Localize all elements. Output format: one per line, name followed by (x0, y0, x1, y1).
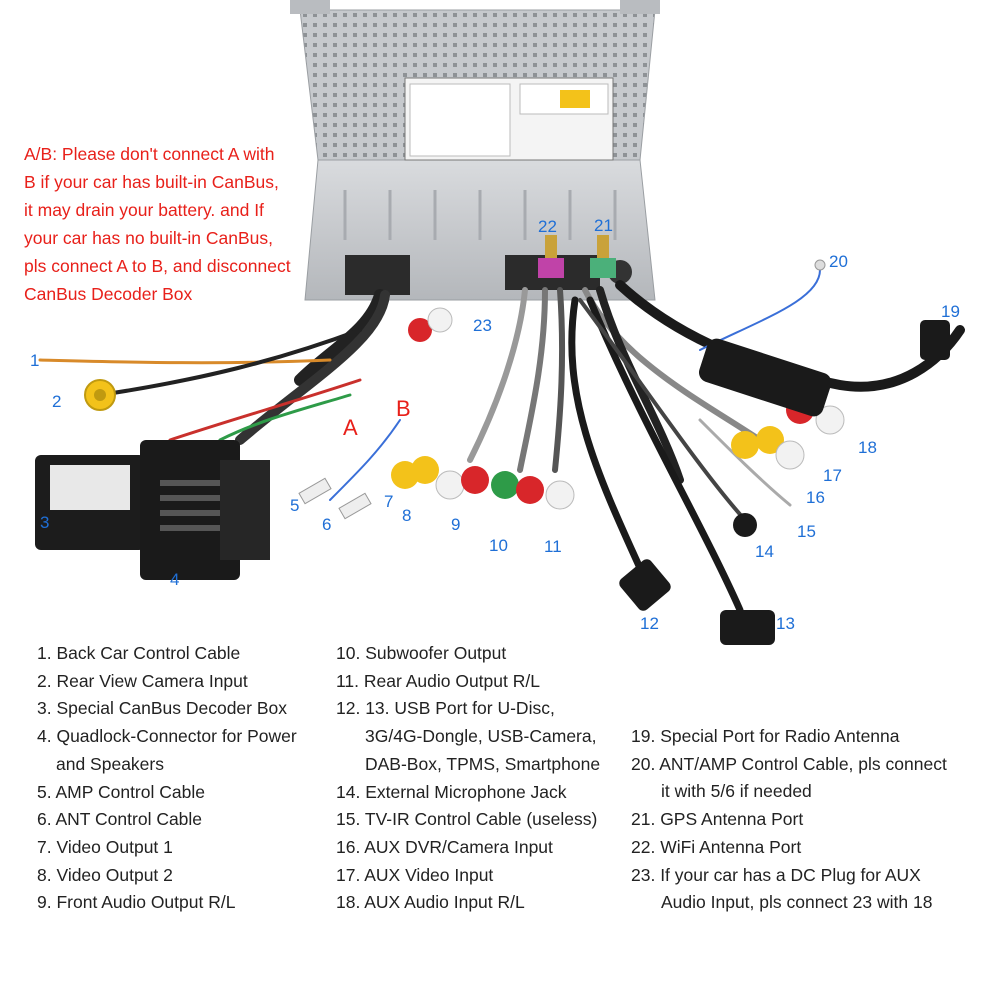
callout-12: 12 (640, 614, 659, 633)
legend-item: 11. Rear Audio Output R/L (336, 670, 540, 691)
callout-3: 3 (40, 513, 50, 532)
legend-item: it with 5/6 if needed (661, 781, 812, 802)
callout-2: 2 (52, 392, 62, 411)
aux-box (698, 338, 832, 417)
legend-item: 19. Special Port for Radio Antenna (631, 726, 900, 746)
legend-item: 22. WiFi Antenna Port (631, 836, 802, 857)
legend-item: 14. External Microphone Jack (336, 781, 567, 802)
legend-item: and Speakers (56, 753, 164, 774)
legend-item: 16. AUX DVR/Camera Input (336, 836, 553, 857)
usb-port-12 (619, 559, 671, 611)
legend-column-3: 19. Special Port for Radio Antenna 20. A… (631, 723, 947, 917)
callout-20: 20 (829, 252, 848, 271)
legend-item: 23. If your car has a DC Plug for AUX (631, 864, 921, 885)
legend-item: 21. GPS Antenna Port (631, 809, 804, 830)
cable-bundle (38, 269, 965, 614)
legend-item: 1. Back Car Control Cable (37, 643, 241, 663)
legend-column-2: 10. Subwoofer Output 11. Rear Audio Outp… (336, 640, 600, 917)
callout-23: 23 (473, 316, 492, 335)
legend-item: 9. Front Audio Output R/L (37, 892, 236, 913)
head-unit (290, 0, 660, 301)
legend-item: 17. AUX Video Input (336, 864, 494, 885)
callout-15: 15 (797, 522, 816, 541)
callout-11: 11 (544, 537, 562, 556)
label-a: A (343, 415, 358, 440)
canbus-warning-note: A/B: Please don't connect A with B if yo… (24, 140, 336, 308)
legend-item: Audio Input, pls connect 23 with 18 (661, 892, 933, 913)
legend-item: 3. Special CanBus Decoder Box (37, 698, 287, 719)
legend-item: 3G/4G-Dongle, USB-Camera, (365, 726, 597, 747)
callout-10: 10 (489, 536, 508, 555)
callout-18: 18 (858, 438, 877, 457)
callout-17: 17 (823, 466, 842, 485)
callout-5: 5 (290, 496, 300, 515)
legend-column-1: 1. Back Car Control Cable 2. Rear View C… (37, 640, 297, 917)
callout-21: 21 (594, 216, 613, 235)
legend-item: 18. AUX Audio Input R/L (336, 892, 525, 913)
legend-item: 5. AMP Control Cable (37, 781, 205, 802)
callout-1: 1 (30, 351, 40, 370)
callout-14: 14 (755, 542, 774, 561)
legend-item: 4. Quadlock-Connector for Power (37, 726, 297, 747)
legend-item: 20. ANT/AMP Control Cable, pls connect (631, 753, 947, 774)
callout-8: 8 (402, 506, 412, 525)
legend-item: 15. TV-IR Control Cable (useless) (336, 809, 598, 830)
warning-line: CanBus Decoder Box (24, 284, 193, 304)
legend-item: 6. ANT Control Cable (37, 809, 203, 830)
warning-line: it may drain your battery. and If (24, 200, 264, 220)
callout-19: 19 (941, 302, 960, 321)
callout-16: 16 (806, 488, 825, 507)
callout-9: 9 (451, 515, 461, 534)
legend-item: DAB-Box, TPMS, Smartphone (365, 753, 601, 774)
legend-item: 7. Video Output 1 (37, 836, 173, 857)
legend-item: 10. Subwoofer Output (336, 643, 507, 663)
warning-line: pls connect A to B, and disconnect (24, 256, 291, 276)
warning-line: your car has no built-in CanBus, (24, 228, 274, 248)
mic-jack (733, 513, 757, 537)
rca-plug-group (391, 307, 845, 510)
legend-item: 12. 13. USB Port for U-Disc, (336, 698, 555, 719)
label-b: B (396, 396, 411, 421)
rear-harness-socket (345, 255, 410, 295)
callout-22: 22 (538, 217, 557, 236)
warning-line: A/B: Please don't connect A with (24, 144, 275, 164)
callout-4: 4 (170, 570, 180, 589)
callout-6: 6 (322, 515, 332, 534)
legend-item: 2. Rear View Camera Input (37, 670, 248, 691)
legend-item: 8. Video Output 2 (37, 864, 173, 885)
callout-7: 7 (384, 492, 394, 511)
warning-line: B if your car has built-in CanBus, (24, 172, 279, 192)
usb-port-13 (720, 610, 775, 645)
callout-13: 13 (776, 614, 795, 633)
radio-antenna-plugs (920, 320, 950, 360)
